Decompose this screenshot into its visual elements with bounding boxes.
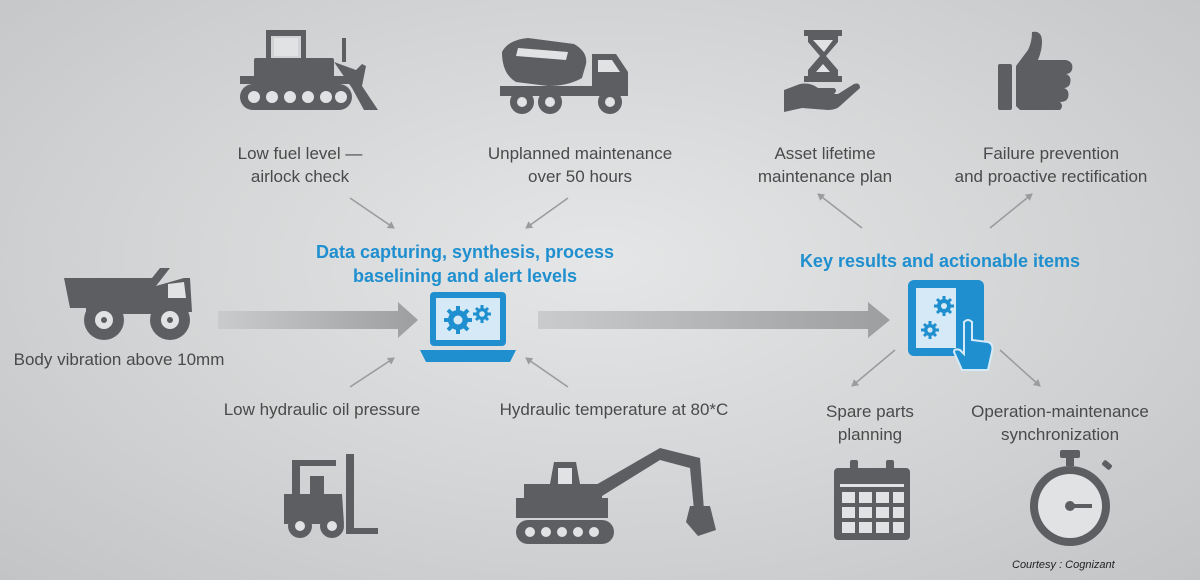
arrow-hub-to-sync bbox=[999, 349, 1041, 387]
key-results-heading: Key results and actionable items bbox=[799, 251, 1081, 271]
arrow-hub-to-spare-parts bbox=[851, 349, 896, 387]
hand-hourglass-icon bbox=[784, 30, 860, 112]
thumbs-up-icon bbox=[998, 31, 1073, 110]
laptop-gears-icon bbox=[420, 292, 516, 362]
output-label-spare-parts: Spare parts planning bbox=[826, 402, 914, 444]
input-label-fuel: Low fuel level — airlock check bbox=[237, 144, 363, 186]
cement-mixer-truck-icon bbox=[500, 38, 628, 114]
dump-truck-icon bbox=[64, 268, 192, 340]
output-label-lifetime: Asset lifetime maintenance plan bbox=[757, 144, 893, 186]
stopwatch-icon bbox=[1030, 450, 1112, 546]
input-label-maintenance: Unplanned maintenance over 50 hours bbox=[487, 144, 673, 186]
input-label-temperature: Hydraulic temperature at 80*C bbox=[499, 400, 729, 419]
arrow-hub-to-prevention bbox=[989, 193, 1033, 229]
arrow-temp-to-hub bbox=[525, 357, 569, 388]
forklift-icon bbox=[284, 454, 378, 538]
arrow-maintenance-to-hub bbox=[525, 197, 569, 229]
input-label-oil-pressure: Low hydraulic oil pressure bbox=[223, 400, 421, 419]
credit-text: Courtesy : Cognizant bbox=[1012, 559, 1115, 571]
input-label-vibration: Body vibration above 10mm bbox=[13, 350, 225, 369]
arrow-fuel-to-hub bbox=[349, 197, 395, 229]
calendar-icon bbox=[834, 460, 910, 540]
arrow-oil-to-hub bbox=[349, 357, 395, 388]
excavator-icon bbox=[516, 448, 716, 544]
arrow-hub-to-lifetime bbox=[817, 193, 863, 229]
main-arrow-to-data-capture bbox=[218, 302, 418, 338]
tablet-gears-touch-icon bbox=[908, 280, 994, 371]
output-label-sync: Operation-maintenance synchronization bbox=[971, 402, 1149, 444]
bulldozer-icon bbox=[240, 30, 378, 110]
data-capture-heading: Data capturing, synthesis, process basel… bbox=[315, 242, 615, 286]
main-arrow-to-key-results bbox=[538, 302, 890, 338]
output-label-prevention: Failure prevention and proactive rectifi… bbox=[954, 144, 1148, 186]
